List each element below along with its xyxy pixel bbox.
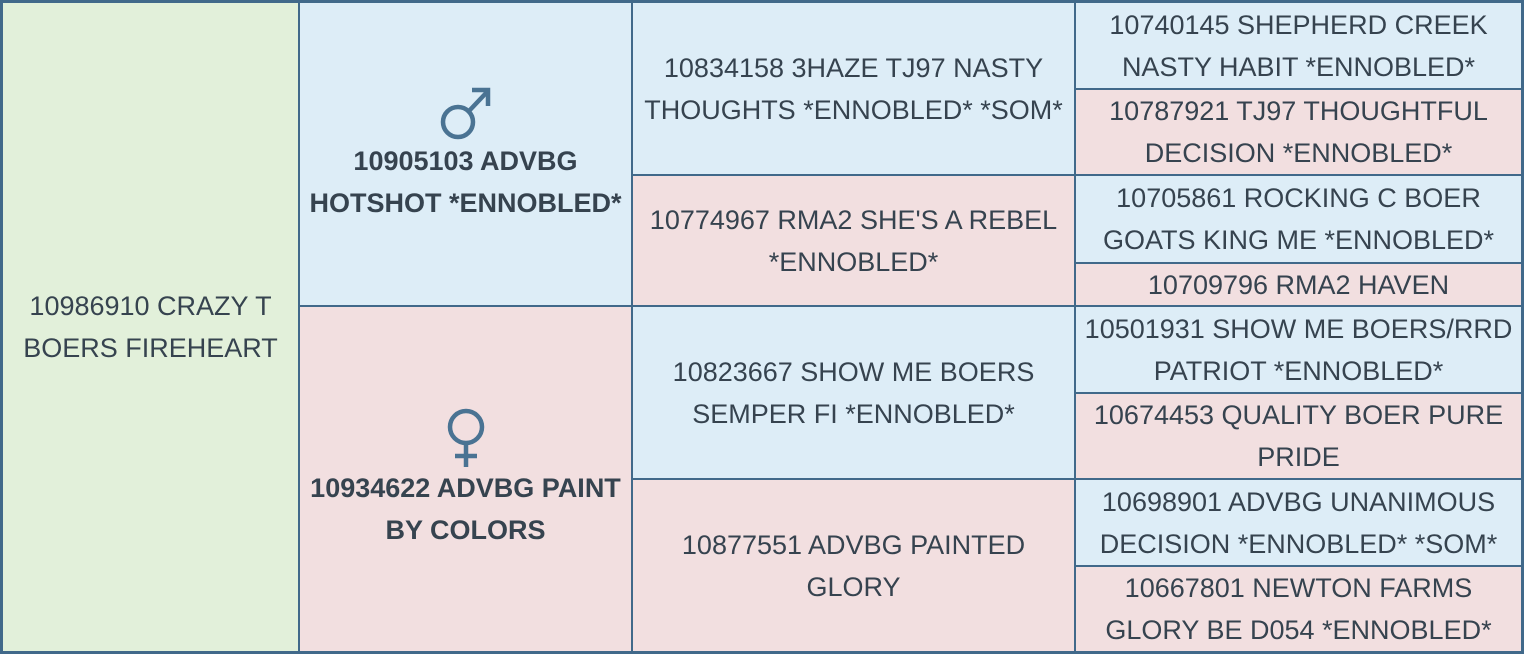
grandparent-cell[interactable]: 10774967 RMA2 SHE'S A REBEL *ENNOBLED*: [633, 176, 1074, 305]
great-grandparent-label: 10709796 RMA2 HAVEN: [1147, 269, 1450, 300]
male-symbol-icon: [438, 84, 494, 142]
sire-cell[interactable]: 10905103 ADVBG HOTSHOT *ENNOBLED*: [300, 3, 631, 305]
great-grandparent-label: 10740145 SHEPHERD CREEK NASTY HABIT *ENN…: [1109, 9, 1488, 82]
grandparent-cell[interactable]: 10877551 ADVBG PAINTED GLORY: [633, 480, 1074, 651]
great-grandparent-cell[interactable]: 10698901 ADVBG UNANIMOUS DECISION *ENNOB…: [1076, 480, 1521, 565]
great-grandparent-cell[interactable]: 10787921 TJ97 THOUGHTFUL DECISION *ENNOB…: [1076, 90, 1521, 174]
great-grandparent-label: 10787921 TJ97 THOUGHTFUL DECISION *ENNOB…: [1109, 96, 1488, 168]
great-grandparent-cell[interactable]: 10501931 SHOW ME BOERS/RRD PATRIOT *ENNO…: [1076, 307, 1521, 392]
female-symbol-icon: [444, 407, 488, 469]
grandparent-cell[interactable]: 10823667 SHOW ME BOERS SEMPER FI *ENNOBL…: [633, 307, 1074, 478]
great-grandparent-cell[interactable]: 10705861 ROCKING C BOER GOATS KING ME *E…: [1076, 176, 1521, 262]
great-grandparent-label: 10667801 NEWTON FARMS GLORY BE D054 *ENN…: [1105, 573, 1492, 645]
grandparent-label: 10774967 RMA2 SHE'S A REBEL *ENNOBLED*: [649, 204, 1058, 277]
grandparent-label: 10834158 3HAZE TJ97 NASTY THOUGHTS *ENNO…: [644, 52, 1063, 125]
great-grandparent-label: 10674453 QUALITY BOER PURE PRIDE: [1093, 400, 1504, 472]
grandparent-label: 10823667 SHOW ME BOERS SEMPER FI *ENNOBL…: [672, 356, 1035, 429]
great-grandparent-cell[interactable]: 10674453 QUALITY BOER PURE PRIDE: [1076, 394, 1521, 478]
great-grandparent-label: 10705861 ROCKING C BOER GOATS KING ME *E…: [1102, 183, 1495, 255]
grandparent-label: 10877551 ADVBG PAINTED GLORY: [681, 529, 1026, 602]
great-grandparent-cell[interactable]: 10667801 NEWTON FARMS GLORY BE D054 *ENN…: [1076, 567, 1521, 651]
great-grandparent-cell[interactable]: 10709796 RMA2 HAVEN: [1076, 264, 1521, 305]
great-grandparent-label: 10698901 ADVBG UNANIMOUS DECISION *ENNOB…: [1099, 486, 1498, 559]
dam-cell[interactable]: 10934622 ADVBG PAINT BY COLORS: [300, 307, 631, 651]
great-grandparent-label: 10501931 SHOW ME BOERS/RRD PATRIOT *ENNO…: [1084, 313, 1513, 386]
subject-cell[interactable]: 10986910 CRAZY T BOERS FIREHEART: [3, 3, 298, 651]
sire-label: 10905103 ADVBG HOTSHOT *ENNOBLED*: [309, 146, 622, 218]
dam-label: 10934622 ADVBG PAINT BY COLORS: [310, 473, 621, 545]
great-grandparent-cell[interactable]: 10740145 SHEPHERD CREEK NASTY HABIT *ENN…: [1076, 3, 1521, 88]
grandparent-cell[interactable]: 10834158 3HAZE TJ97 NASTY THOUGHTS *ENNO…: [633, 3, 1074, 174]
subject-label: 10986910 CRAZY T BOERS FIREHEART: [23, 291, 278, 363]
